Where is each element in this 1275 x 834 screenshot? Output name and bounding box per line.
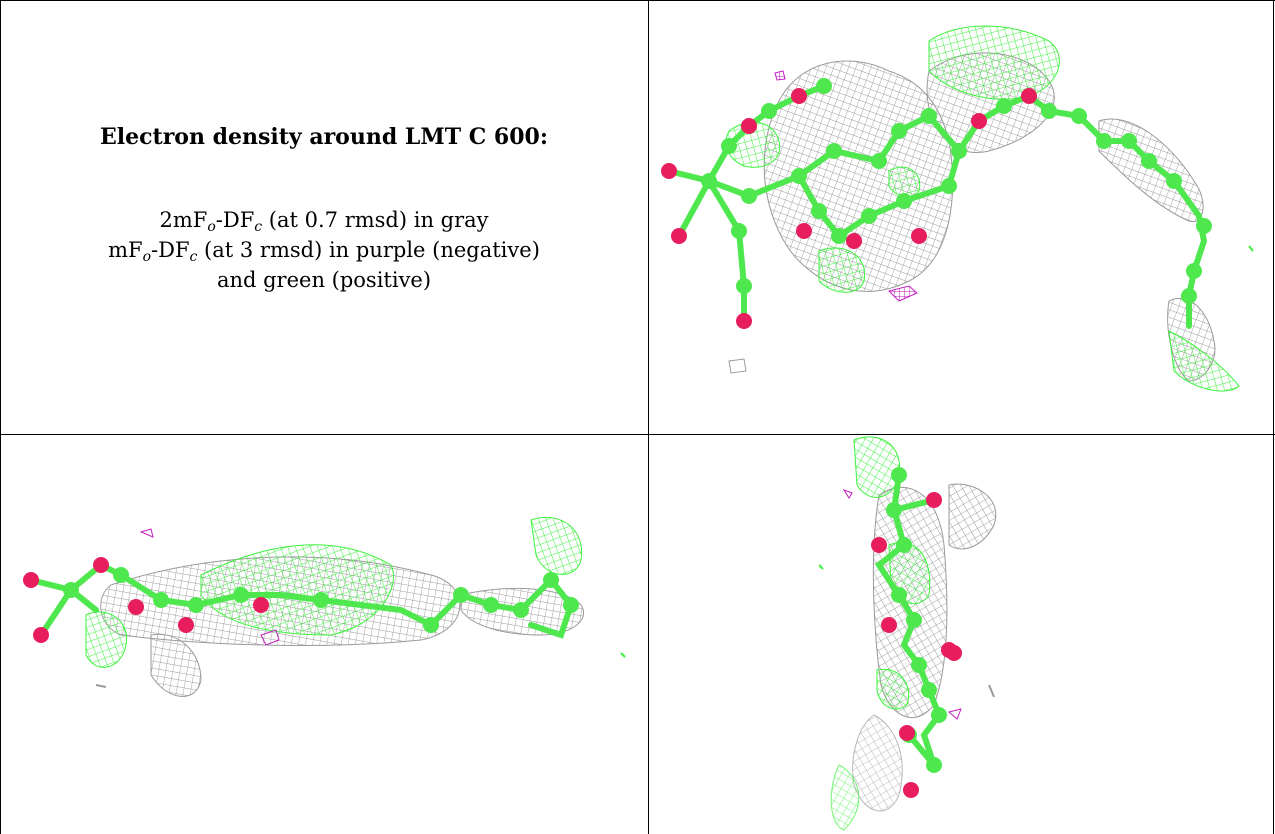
table-divider-vertical [648, 0, 649, 834]
caption-title: Electron density around LMT C 600: [100, 124, 548, 150]
table-border-top [0, 0, 1275, 1]
caption-line1-sub-c: c [254, 219, 263, 235]
caption-line2-a: mF [108, 238, 143, 262]
electron-density-view-3-icon [818, 436, 997, 831]
caption-line-mfo-dfc: mFo-DFc (at 3 rmsd) in purple (negative) [0, 235, 648, 265]
caption-line-green: and green (positive) [216, 268, 432, 292]
view-top-right [649, 1, 1273, 434]
caption-line2-sub-o: o [142, 249, 152, 265]
view-bottom-right [649, 435, 1273, 834]
electron-density-view-2-icon [23, 516, 626, 697]
caption-cell: Electron density around LMT C 600: 2mFo-… [0, 0, 648, 434]
caption-line1-c: (at 0.7 rmsd) in gray [262, 208, 489, 232]
caption-line2-sub-c: c [189, 249, 198, 265]
caption-line1-b: -DF [215, 208, 255, 232]
table-divider-horizontal [0, 434, 1275, 435]
caption-line2-c: (at 3 rmsd) in purple (negative) [197, 238, 540, 262]
caption-line1-sub-o: o [207, 219, 216, 235]
caption-line-2mfo-dfc: 2mFo-DFc (at 0.7 rmsd) in gray [0, 205, 648, 235]
electron-density-view-1-icon [661, 25, 1254, 392]
view-bottom-left [1, 435, 648, 834]
caption-body: 2mFo-DFc (at 0.7 rmsd) in gray mFo-DFc (… [0, 205, 648, 295]
caption-line2-b: -DF [151, 238, 190, 262]
table-border-left [0, 0, 1, 834]
caption-line1-a: 2mF [159, 208, 208, 232]
table-border-right [1273, 0, 1274, 834]
